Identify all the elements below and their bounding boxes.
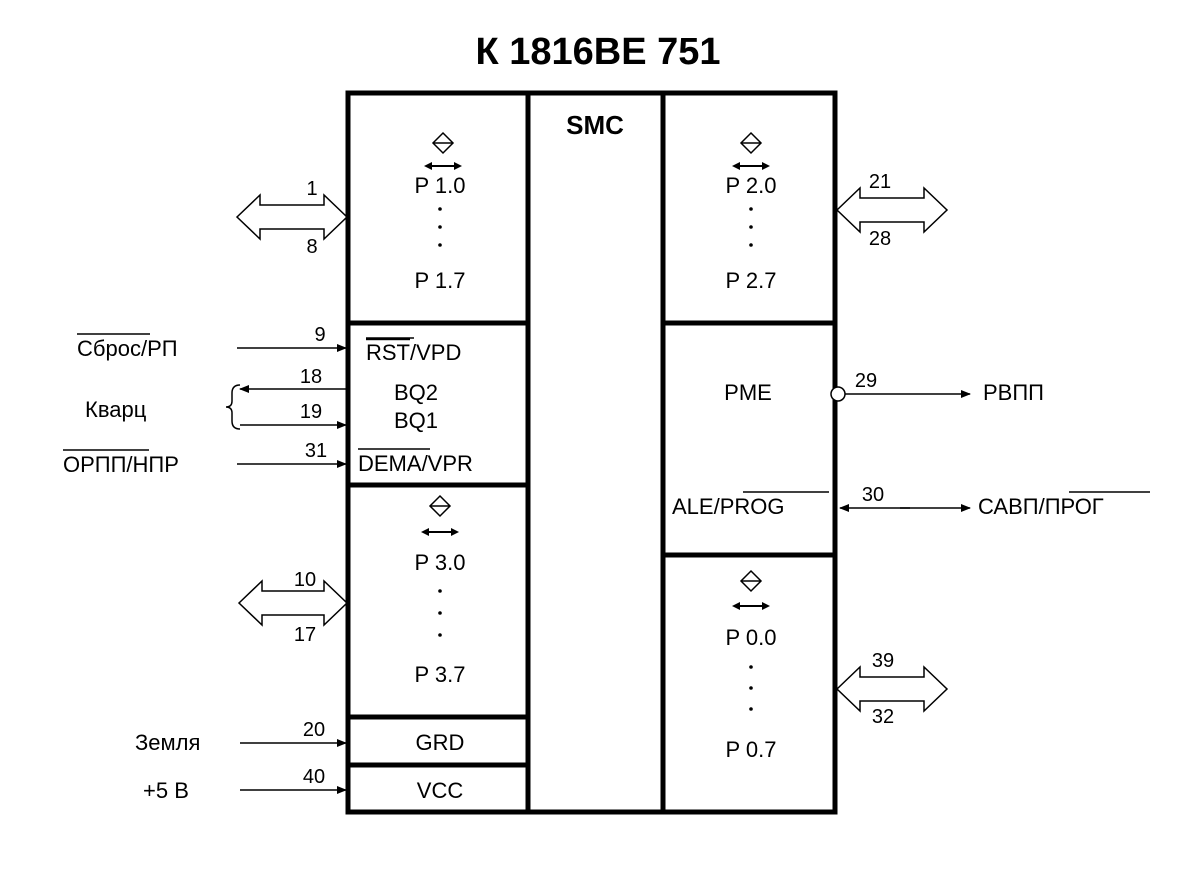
grd-label: GRD: [416, 730, 465, 755]
port-p2-block: P 2.0 P 2.7: [726, 131, 777, 293]
vcc-ext-label: +5 В: [143, 778, 189, 803]
bus-arrow-p3: [237, 579, 349, 627]
bq2-label: BQ2: [394, 380, 438, 405]
port-p3-block: P 3.0 P 3.7: [415, 494, 466, 687]
rvpp-ext-label: РВПП: [983, 380, 1044, 405]
ale-prog-label: ALE/PROG: [672, 494, 785, 519]
dot: [438, 633, 442, 637]
rst-vpd-label: RST/VPD: [366, 340, 461, 365]
pin-29: 29: [855, 370, 877, 392]
pin-31: 31: [305, 440, 327, 462]
pin-40: 40: [303, 766, 325, 788]
pin-39: 39: [872, 650, 894, 672]
chip-title: К 1816ВЕ 751: [475, 31, 720, 73]
pin-30: 30: [862, 484, 884, 506]
p2-first-label: P 2.0: [726, 173, 777, 198]
dema-vpr-label: DEMA/VPR: [358, 451, 473, 476]
reset-ext-label: Сброс/РП: [77, 336, 178, 361]
port-p1-block: P 1.0 P 1.7: [415, 131, 466, 293]
p3-first-label: P 3.0: [415, 550, 466, 575]
pin-9: 9: [314, 324, 325, 346]
p1-last-label: P 1.7: [415, 268, 466, 293]
p1-first-label: P 1.0: [415, 173, 466, 198]
bidirectional-icon: [732, 569, 770, 610]
bus-arrow-p0: [835, 665, 949, 713]
port-p0-block: P 0.0 P 0.7: [726, 569, 777, 762]
pme-label: PME: [724, 380, 772, 405]
dot: [438, 225, 442, 229]
dot: [438, 243, 442, 247]
dot: [749, 707, 753, 711]
bidirectional-icon: [732, 131, 770, 170]
bidirectional-icon: [424, 131, 462, 170]
p0-first-label: P 0.0: [726, 625, 777, 650]
dot: [749, 225, 753, 229]
pin-18: 18: [300, 366, 322, 388]
chip-outline: [345, 90, 838, 815]
dot: [438, 611, 442, 615]
dot: [749, 686, 753, 690]
pin-20: 20: [303, 719, 325, 741]
p0-last-label: P 0.7: [726, 737, 777, 762]
pin-19: 19: [300, 401, 322, 423]
dot: [438, 589, 442, 593]
p2-last-label: P 2.7: [726, 268, 777, 293]
pin-17: 17: [294, 624, 316, 646]
pin-10: 10: [294, 569, 316, 591]
pin-8: 8: [306, 236, 317, 258]
pin-32: 32: [872, 706, 894, 728]
bidirectional-icon: [421, 494, 459, 536]
bus-arrow-p2: [835, 186, 949, 234]
dot: [749, 207, 753, 211]
quartz-label: Кварц: [85, 397, 147, 422]
pme-inverter-bubble: [830, 386, 846, 402]
vcc-label: VCC: [417, 778, 464, 803]
pin-21: 21: [869, 171, 891, 193]
dot: [749, 243, 753, 247]
ground-ext-label: Земля: [135, 730, 200, 755]
dot: [438, 207, 442, 211]
pin-28: 28: [869, 228, 891, 250]
bq1-label: BQ1: [394, 408, 438, 433]
savp-ext-label: САВП/ПРОГ: [978, 494, 1104, 519]
quartz-brace: [225, 384, 241, 430]
bus-arrow-p1: [235, 193, 349, 241]
smc-label: SMC: [566, 110, 624, 140]
orpp-ext-label: ОРПП/НПР: [63, 452, 179, 477]
dot: [749, 665, 753, 669]
p3-last-label: P 3.7: [415, 662, 466, 687]
pin-1: 1: [306, 178, 317, 200]
